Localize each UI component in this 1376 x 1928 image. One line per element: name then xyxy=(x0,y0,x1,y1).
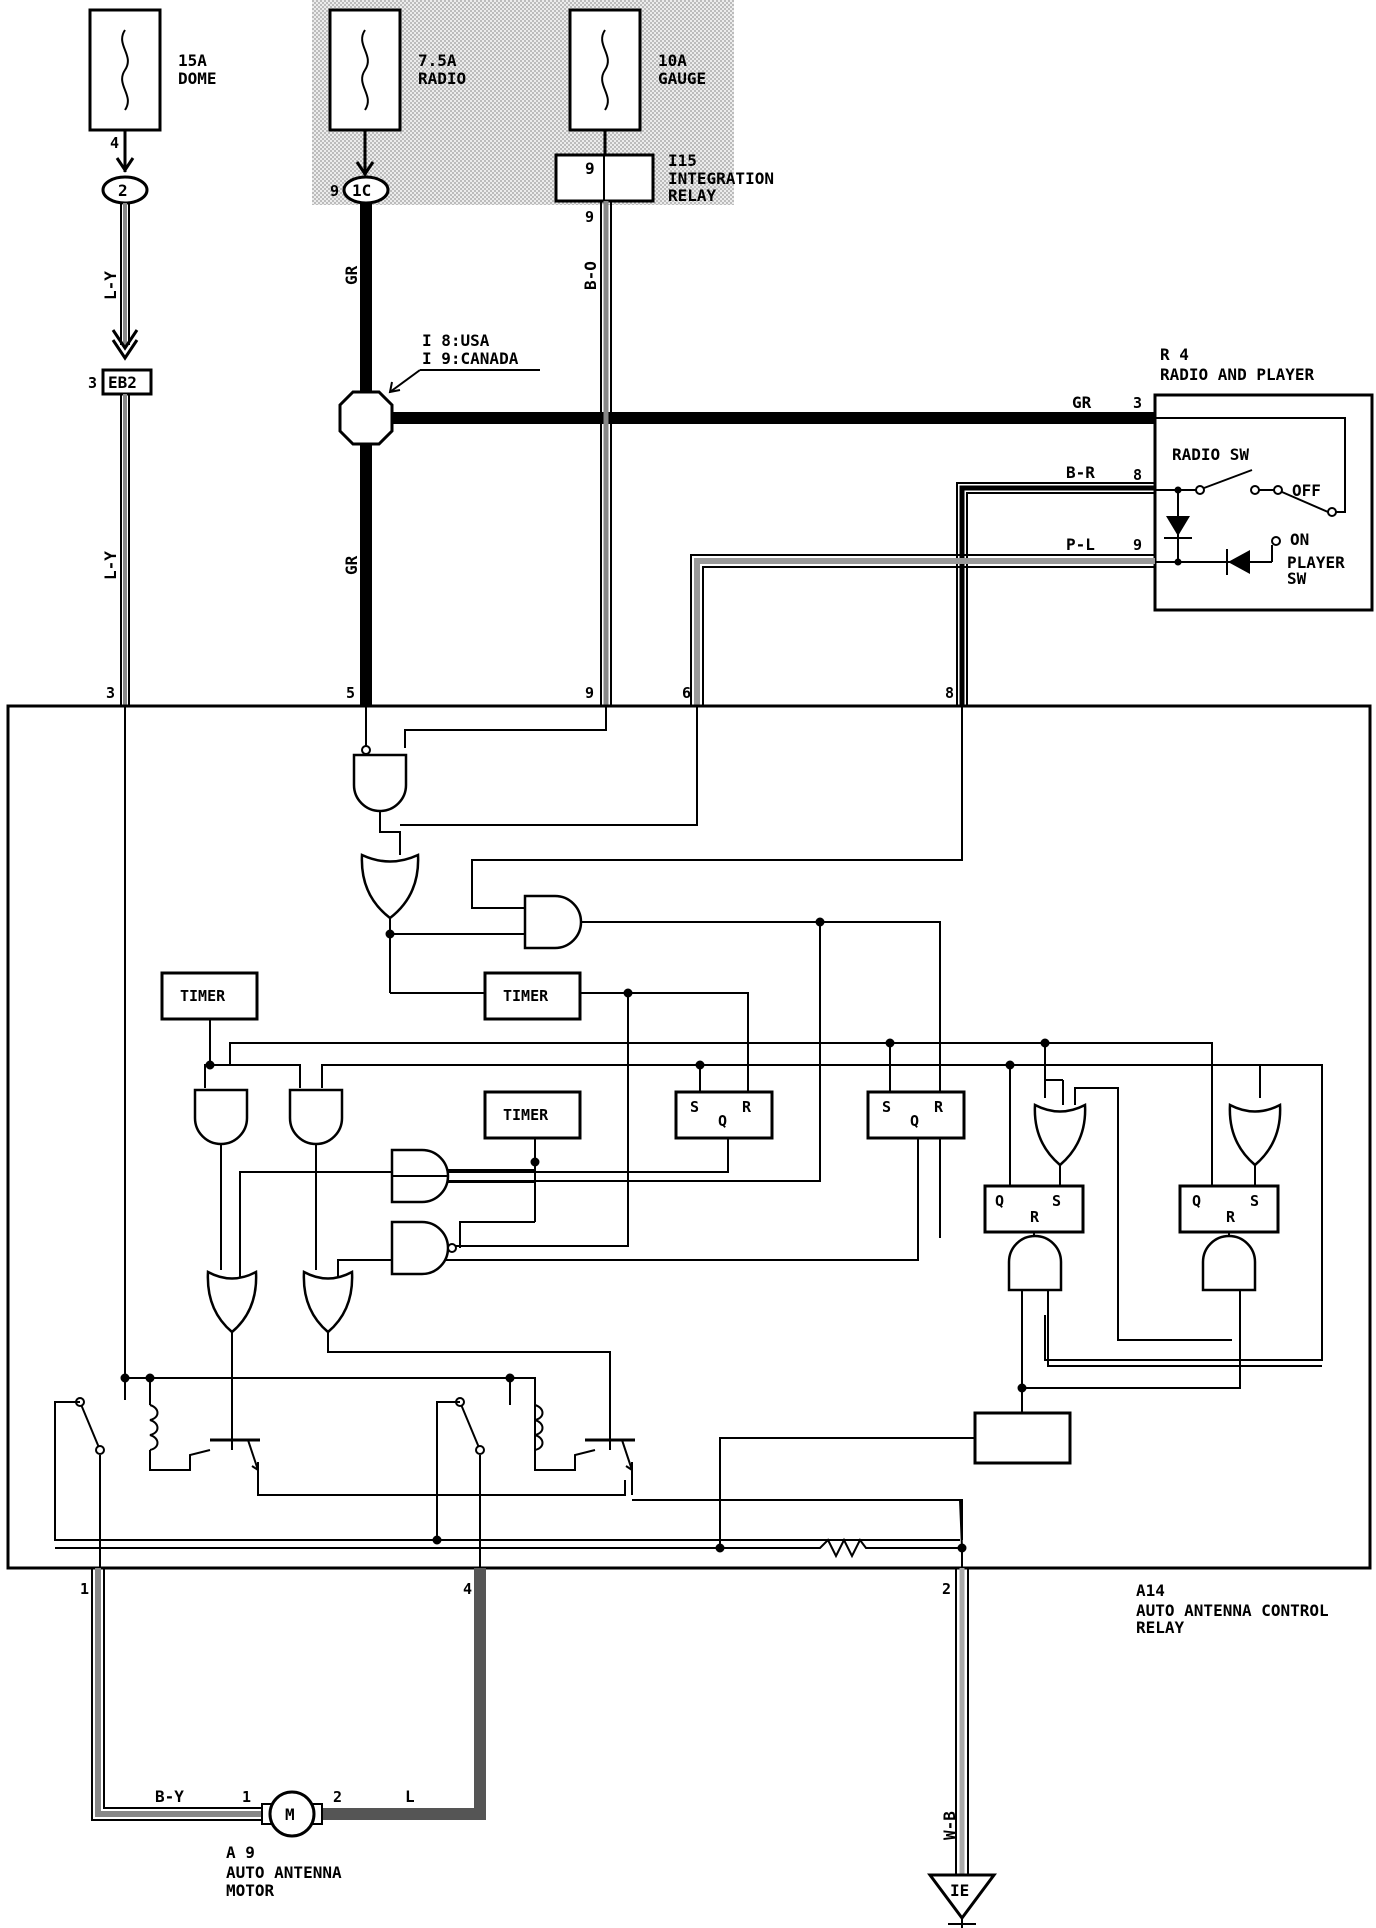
wire-label-gr-bottom: GR xyxy=(342,555,361,575)
qrs-1-s: S xyxy=(1052,1192,1061,1210)
relay-pin-3: 3 xyxy=(106,684,115,702)
player-sw-label-1: PLAYER xyxy=(1287,553,1345,572)
sqr-2-r: R xyxy=(934,1098,944,1116)
relay-pin-8: 8 xyxy=(945,684,954,702)
qrs-1-q: Q xyxy=(995,1192,1004,1210)
radio-sw-off: OFF xyxy=(1292,481,1321,500)
motor-name-1: AUTO ANTENNA xyxy=(226,1863,342,1882)
ground-ie: IE xyxy=(927,1873,997,1928)
timer-1-label: TIMER xyxy=(180,987,226,1005)
timer-3-label: TIMER xyxy=(503,1106,549,1124)
motor-pin-1: 1 xyxy=(242,1788,251,1806)
radio-player-id: R 4 xyxy=(1160,345,1189,364)
qrs-2-r: R xyxy=(1226,1208,1236,1226)
player-sw-on: ON xyxy=(1290,530,1309,549)
motor-symbol: M xyxy=(285,1805,295,1824)
radio-sw-label: RADIO SW xyxy=(1172,445,1249,464)
relay-pin-1: 1 xyxy=(80,1580,89,1598)
relay-box-name-1: AUTO ANTENNA CONTROL xyxy=(1136,1601,1329,1620)
radio-player-pin-pl: 9 xyxy=(1133,536,1142,554)
eb2-connector xyxy=(101,368,153,396)
junction-note-usa: I 8:USA xyxy=(422,331,490,350)
fuse-gauge: 10A GAUGE xyxy=(568,8,706,132)
relay-pin-2: 2 xyxy=(942,1580,951,1598)
motor-icon xyxy=(268,1790,316,1838)
integration-relay-name-1: INTEGRATION xyxy=(668,169,774,188)
fuse-radio-rating: 7.5A xyxy=(418,51,457,70)
fuse-dome: 15A DOME 4 xyxy=(88,8,217,152)
wire-label-by: B-Y xyxy=(155,1787,184,1806)
relay-box-a14: 3 5 9 6 8 1 4 2 A14 AUTO ANTENNA CONTROL… xyxy=(6,684,1372,1637)
relay-box-name-2: RELAY xyxy=(1136,1618,1185,1637)
motor-name-2: MOTOR xyxy=(226,1881,275,1900)
qrs-1-r: R xyxy=(1030,1208,1040,1226)
fuse-radio-pin: 9 xyxy=(330,182,339,200)
qrs-2-q: Q xyxy=(1192,1192,1201,1210)
wire-label-pl: P-L xyxy=(1066,535,1095,554)
wire-label-bo: B-O xyxy=(581,261,600,290)
wire-label-gr-top: GR xyxy=(342,265,361,285)
wire-label-l: L xyxy=(405,1787,415,1806)
relay-pin-9: 9 xyxy=(585,684,594,702)
radio-and-player: R 4 RADIO AND PLAYER 3 8 9 RADIO SW OFF … xyxy=(1133,345,1374,612)
wire-br: B-R xyxy=(956,463,1155,705)
integration-relay-pin-in: 9 xyxy=(585,159,595,178)
sqr-1-q: Q xyxy=(718,1112,727,1130)
integration-relay: 9 I15 INTEGRATION RELAY 9 B-O xyxy=(554,130,774,705)
sqr-2-q: Q xyxy=(910,1112,919,1130)
integration-relay-pin-out: 9 xyxy=(585,208,594,226)
wire-pl: P-L xyxy=(690,535,1155,705)
radio-wire: 1C GR GR GR I 8:USA I 9:CANADA xyxy=(338,130,1155,705)
ground-icon xyxy=(927,1873,997,1921)
integration-relay-id: I15 xyxy=(668,151,697,170)
radio-player-pin-br: 8 xyxy=(1133,466,1142,484)
fuse-radio: 7.5A RADIO 9 xyxy=(328,8,466,200)
fuse-gauge-name: GAUGE xyxy=(658,69,706,88)
wire-label-ly-top: L-Y xyxy=(101,271,120,300)
relay-box-id: A14 xyxy=(1136,1581,1165,1600)
dome-connector-label: 2 xyxy=(118,181,128,200)
player-sw-label-2: SW xyxy=(1287,569,1307,588)
sqr-1-s: S xyxy=(690,1098,699,1116)
fuse-gauge-rating: 10A xyxy=(658,51,687,70)
ground-label: IE xyxy=(950,1881,969,1900)
junction-connector xyxy=(338,390,394,446)
qrs-2-s: S xyxy=(1250,1192,1259,1210)
radio-player-pin-gr: 3 xyxy=(1133,394,1142,412)
logic-labels: TIMER TIMER TIMER S Q R S Q R Q R S Q R … xyxy=(180,987,1259,1226)
fuse-radio-name: RADIO xyxy=(418,69,466,88)
wire-label-wb: W-B xyxy=(940,1811,959,1840)
motor-wires: B-Y 1 L 2 W-B xyxy=(91,1568,969,1875)
wire-label-ly-bottom: L-Y xyxy=(101,551,120,580)
motor-pin-2: 2 xyxy=(333,1788,342,1806)
eb2-pin: 3 xyxy=(88,374,97,392)
eb2-label: EB2 xyxy=(108,373,137,392)
motor-id: A 9 xyxy=(226,1843,255,1862)
relay-pin-4: 4 xyxy=(463,1580,472,1598)
junction-note-canada: I 9:CANADA xyxy=(422,349,519,368)
fuse-dome-name: DOME xyxy=(178,69,217,88)
relay-pin-6: 6 xyxy=(682,684,691,702)
dome-wire: 2 L-Y EB2 3 L-Y xyxy=(88,130,153,705)
fuse-dome-rating: 15A xyxy=(178,51,207,70)
fuse-dome-pin: 4 xyxy=(110,134,119,152)
relay-pin-5: 5 xyxy=(346,684,355,702)
radio-connector-label: 1C xyxy=(352,181,371,200)
integration-relay-name-2: RELAY xyxy=(668,186,717,205)
timer-2-label: TIMER xyxy=(503,987,549,1005)
internal-logic xyxy=(54,706,1323,1580)
wire-label-br: B-R xyxy=(1066,463,1095,482)
motor-a9: M A 9 AUTO ANTENNA MOTOR xyxy=(226,1790,342,1900)
radio-player-name: RADIO AND PLAYER xyxy=(1160,365,1314,384)
sqr-1-r: R xyxy=(742,1098,752,1116)
sqr-2-s: S xyxy=(882,1098,891,1116)
wire-label-gr-radio: GR xyxy=(1072,393,1092,412)
